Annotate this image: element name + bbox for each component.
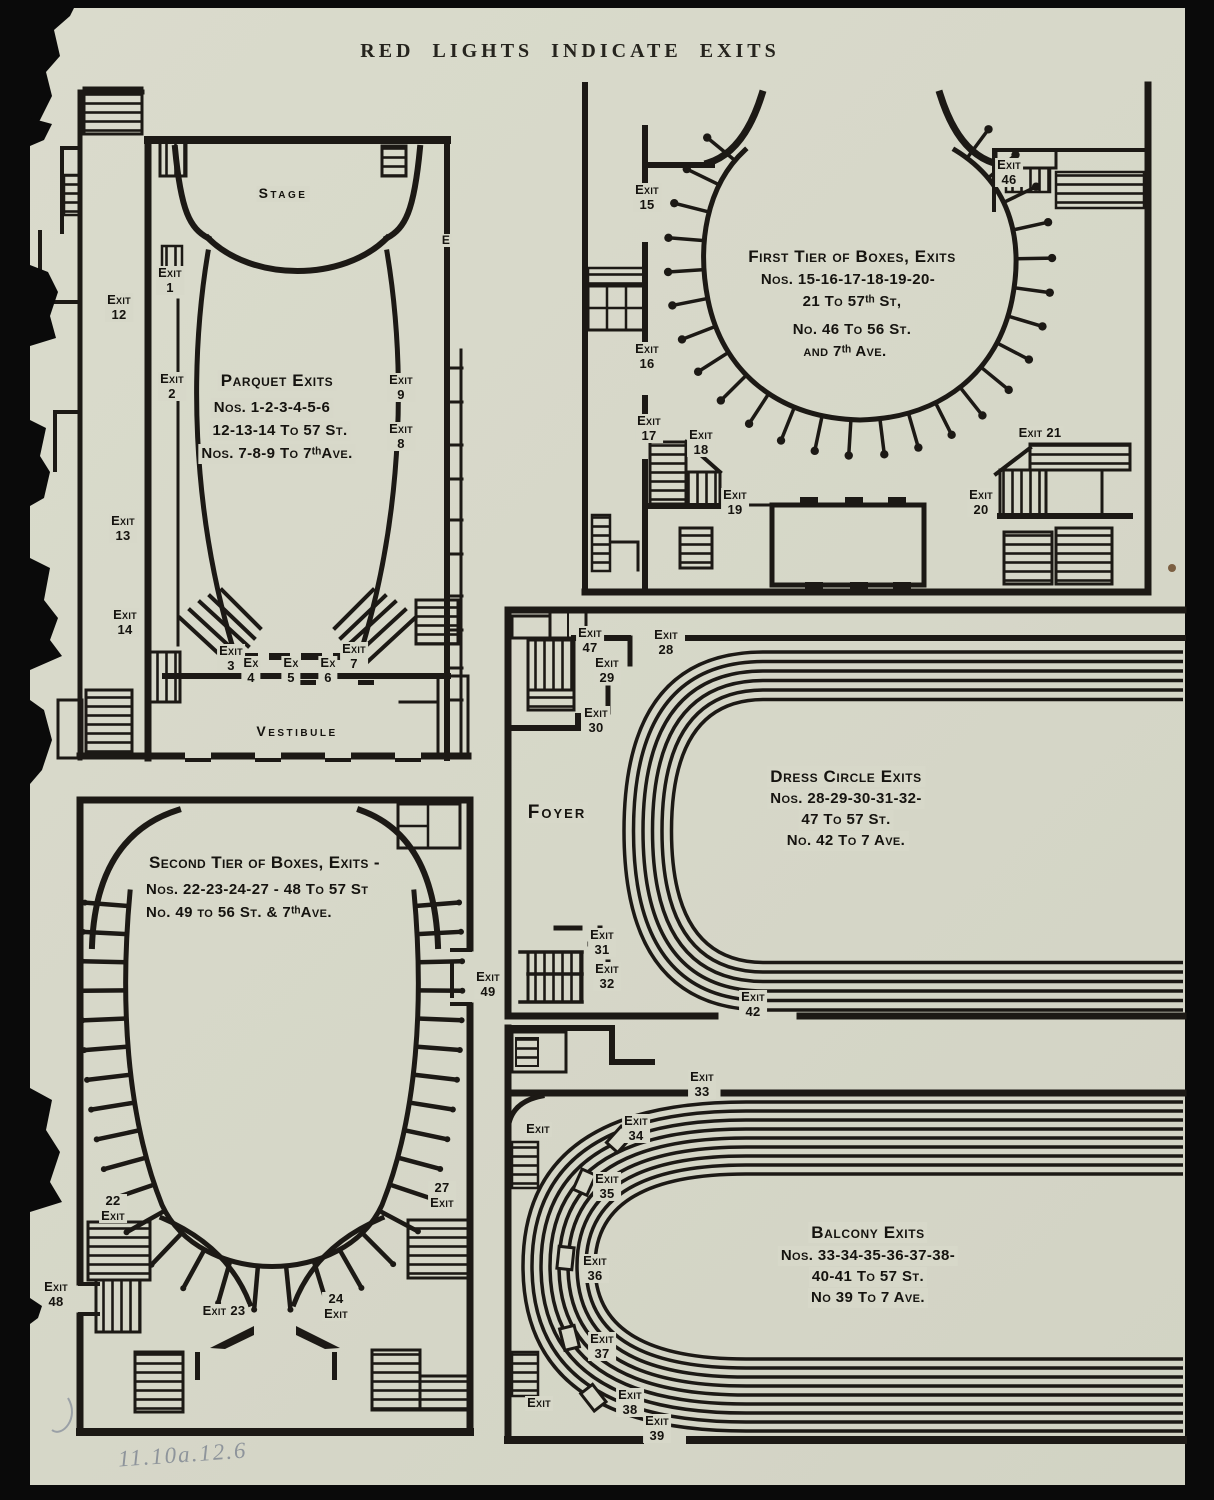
second-tier-plan (76, 796, 474, 1436)
dress-circle-heading: Dress Circle Exits (767, 766, 925, 788)
exit-label-3: Exit 3 (217, 643, 245, 674)
exit-label-1: Exit 1 (156, 265, 184, 296)
parquet-line2: 12-13-14 To 57 St. (209, 421, 351, 441)
first-tier-line3: No. 46 To 56 St. (789, 320, 915, 340)
exit-label-33: Exit 33 (688, 1069, 716, 1100)
balcony-plan (504, 1024, 1187, 1444)
exit-label-21: Exit 21 (1016, 425, 1064, 441)
foxing-spot (1168, 564, 1176, 572)
exit-label-30: Exit 30 (582, 705, 610, 736)
exit-label-20: Exit 20 (967, 487, 995, 518)
exit-label-38: Exit 38 (616, 1387, 644, 1418)
exit-label-16: Exit 16 (633, 341, 661, 372)
stage-label: Stage (256, 185, 310, 202)
balcony-line2: 40-41 To 57 St. (808, 1267, 928, 1287)
exit-label-6: Ex 6 (318, 655, 338, 686)
exit-label-4: Ex 4 (241, 655, 261, 686)
first-tier-plan (581, 81, 1152, 596)
exit-label-12: Exit 12 (105, 292, 133, 323)
parquet-line1: Nos. 1-2-3-4-5-6 (210, 398, 334, 418)
exit-label-13: Exit 13 (109, 513, 137, 544)
first-tier-line4: and 7ᵗʰ Ave. (800, 342, 890, 362)
exit-label-46: Exit 46 (995, 157, 1023, 188)
exit-label-17: Exit 17 (635, 413, 663, 444)
exit-label-15: Exit 15 (633, 182, 661, 213)
exit-label-22: 22 Exit (99, 1193, 127, 1224)
exit-label-27: 27 Exit (428, 1180, 456, 1211)
exit-label-49: Exit 49 (474, 969, 502, 1000)
exit-label-29: Exit 29 (593, 655, 621, 686)
exit-label-47: Exit 47 (576, 625, 604, 656)
balcony-line1: Nos. 33-34-35-36-37-38- (777, 1246, 959, 1266)
wall-mark-e: E (439, 233, 453, 248)
dress-circle-line1: Nos. 28-29-30-31-32- (767, 789, 925, 809)
exit-label-36: Exit 36 (581, 1253, 609, 1284)
page-title: RED LIGHTS INDICATE EXITS (360, 40, 780, 62)
exit-label-39: Exit 39 (643, 1413, 671, 1444)
first-tier-line1: Nos. 15-16-17-18-19-20- (757, 270, 939, 290)
first-tier-heading: First Tier of Boxes, Exits (745, 246, 959, 268)
parquet-line3: Nos. 7-8-9 To 7ᵗʰAve. (198, 444, 356, 464)
exit-label-9: Exit 9 (387, 372, 415, 403)
exit-label-7: Exit 7 (340, 641, 368, 672)
exit-label-19: Exit 19 (721, 487, 749, 518)
exit-label-14: Exit 14 (111, 607, 139, 638)
exit-label-5: Ex 5 (281, 655, 301, 686)
exit-label-23: Exit 23 (200, 1303, 248, 1319)
exit-label-24: 24 Exit (322, 1291, 350, 1322)
dress-circle-line2: 47 To 57 St. (798, 810, 894, 830)
vestibule-label: Vestibule (254, 723, 340, 740)
exit-label-48: Exit 48 (42, 1279, 70, 1310)
first-tier-line2: 21 To 57ᵗʰ St, (799, 292, 905, 312)
balcony-line3: No 39 To 7 Ave. (808, 1288, 928, 1308)
exit-label-31: Exit 31 (588, 927, 616, 958)
exit-label-37: Exit 37 (588, 1331, 616, 1362)
second-tier-line1: Nos. 22-23-24-27 - 48 To 57 St (143, 880, 372, 900)
paper-sheet (30, 8, 1185, 1485)
foyer-label: Foyer (525, 802, 589, 824)
exit-label-2: Exit 2 (158, 371, 186, 402)
exit-label-34: Exit 34 (622, 1113, 650, 1144)
first-tier-box-partitions (663, 125, 1057, 460)
exit-label-32: Exit 32 (593, 961, 621, 992)
exit-label-35: Exit 35 (593, 1171, 621, 1202)
pencil-mark (51, 1397, 73, 1433)
exit-label-lower: Exit (525, 1395, 553, 1411)
balcony-heading: Balcony Exits (808, 1222, 928, 1244)
parquet-plan (38, 86, 472, 762)
dress-circle-seating-rows (622, 650, 1183, 1012)
exit-label-upper: Exit (524, 1121, 552, 1137)
exit-label-8: Exit 8 (387, 421, 415, 452)
second-tier-heading: Second Tier of Boxes, Exits - (146, 852, 383, 875)
torn-paper-edge (30, 0, 78, 1324)
exit-label-28: Exit 28 (652, 627, 680, 658)
second-tier-line2: No. 49 to 56 St. & 7ᵗʰAve. (143, 903, 335, 923)
parquet-heading: Parquet Exits (217, 370, 337, 392)
exit-label-18: Exit 18 (687, 427, 715, 458)
dress-circle-line3: No. 42 To 7 Ave. (783, 831, 909, 851)
second-tier-box-partitions (78, 899, 466, 1313)
exit-label-42: Exit 42 (739, 989, 767, 1020)
